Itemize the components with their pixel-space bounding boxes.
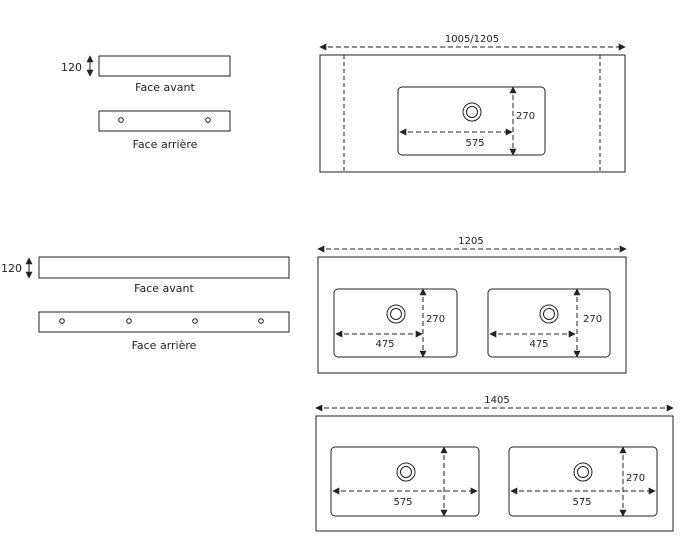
basin-outline [333,288,458,358]
basin-width-label: 475 [529,339,548,350]
drain-icon [539,304,559,324]
section1-top-view [319,43,626,173]
countertop-outline [317,256,627,374]
drain-inner [577,466,589,478]
section2-top-view [317,245,627,374]
overall-width-label: 1205 [458,236,483,247]
drain-inner [543,308,555,320]
basin-outline [508,446,658,517]
section3-top-view [315,404,674,532]
countertop-outline [315,415,674,532]
basin-outline [487,288,611,358]
overall-width-label: 1005/1205 [445,34,499,45]
front-view-label: Face avant [135,81,195,94]
countertop-outline [319,54,626,173]
section2-back-view [38,311,290,333]
basin-width-label: 575 [465,138,484,149]
drain-inner [400,466,412,478]
front-view-label: Face avant [134,282,194,295]
basin-width-label: 475 [375,339,394,350]
drain-inner [390,308,402,320]
front-panel [98,55,231,77]
drain-icon [573,462,593,482]
basin-width-label: 575 [393,497,412,508]
drain-icon [386,304,406,324]
drain-icon [462,102,482,122]
section2-front-view [25,256,290,279]
mount-hole [126,318,132,324]
section1-back-view [98,110,231,132]
mount-hole [59,318,65,324]
basin-depth-label: 270 [583,314,602,325]
height-label: 120 [1,262,22,275]
back-panel [98,110,231,132]
basin-depth-label: 270 [426,314,445,325]
drain-icon [396,462,416,482]
basin-depth-label: 270 [626,473,645,484]
mount-hole [205,117,211,123]
basin-outline [397,86,546,156]
height-label: 120 [61,61,82,74]
mount-hole [258,318,264,324]
overall-width-label: 1405 [484,395,509,406]
back-view-label: Face arrière [132,339,197,352]
front-panel [38,256,290,279]
basin-depth-label: 270 [516,111,535,122]
back-view-label: Face arrière [133,138,198,151]
mount-hole [192,318,198,324]
section1-front-view [86,55,231,77]
drain-inner [466,106,478,118]
basin-outline [330,446,480,517]
basin-width-label: 575 [572,497,591,508]
back-panel [38,311,290,333]
mount-hole [118,117,124,123]
